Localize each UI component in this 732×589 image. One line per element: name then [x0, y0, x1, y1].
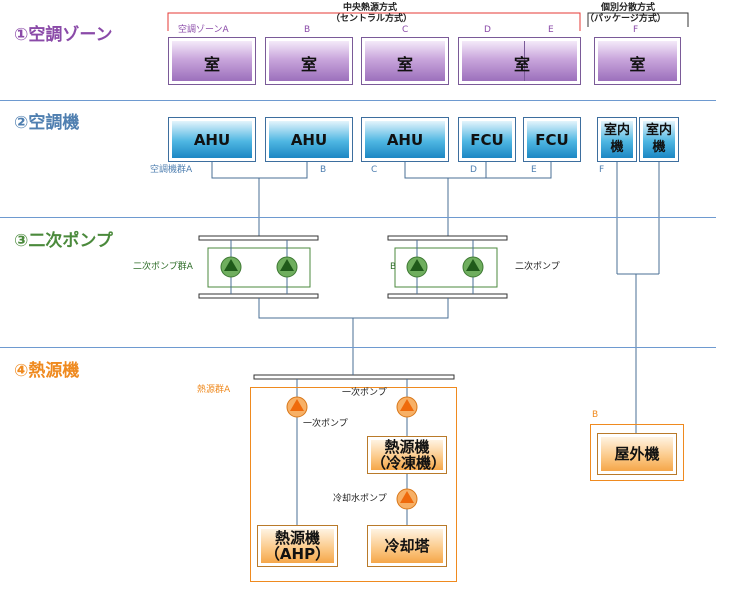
- ahu-label: AHU: [290, 131, 328, 149]
- pump-icon: [396, 396, 418, 418]
- cooling-tower-label: 冷却塔: [384, 536, 430, 555]
- ac-group-label-c: C: [371, 165, 378, 175]
- zone-label-f: F: [633, 25, 639, 35]
- ac-unit-pipes: [211, 162, 660, 433]
- section-divider: [0, 100, 716, 101]
- pump-icon: [406, 256, 428, 278]
- cooling-tower-box: 冷却塔: [367, 525, 447, 567]
- central-bracket: [167, 12, 581, 31]
- zone-room-divider: [524, 41, 525, 81]
- pump-group-label-a: 二次ポンプ群A: [133, 262, 193, 272]
- indoor-unit-label: 室内機: [603, 123, 630, 155]
- ahu-label: AHU: [386, 131, 424, 149]
- zone-room-b: 室: [265, 37, 353, 85]
- pump-icon: [286, 396, 308, 418]
- pump-icon: [220, 256, 242, 278]
- chiller-label: 熱源機: [384, 437, 430, 456]
- zone-room-de: 室: [458, 37, 581, 85]
- zone-label-a: 空調ゾーンA: [178, 25, 229, 35]
- room-label: 室: [396, 55, 413, 74]
- individual-bracket: [587, 12, 689, 27]
- room-label: 室: [514, 55, 531, 74]
- section-heat-source-heading: ④熱源機: [14, 361, 80, 381]
- room-label: 室: [203, 55, 220, 74]
- outdoor-group-box: [590, 424, 684, 481]
- pump-icon: [462, 256, 484, 278]
- pump-group-b-box: [394, 247, 498, 288]
- ahp-sublabel: （AHP）: [264, 545, 331, 563]
- ahu-unit: AHU: [265, 117, 353, 162]
- room-label: 室: [300, 55, 317, 74]
- indoor-unit-label: 室内機: [645, 123, 672, 155]
- section-zone-heading: ①空調ゾーン: [14, 25, 113, 45]
- fcu-unit: FCU: [523, 117, 581, 162]
- section-ac-heading: ②空調機: [14, 113, 80, 133]
- primary-pump-label-left: 一次ポンプ: [303, 419, 348, 429]
- section-divider: [0, 347, 716, 348]
- outdoor-group-label: B: [592, 410, 599, 420]
- ac-group-label-b: B: [320, 165, 327, 175]
- pump-group-a-box: [207, 247, 311, 288]
- zone-label-d: D: [484, 25, 491, 35]
- zone-room-c: 室: [361, 37, 449, 85]
- fcu-unit: FCU: [458, 117, 516, 162]
- individual-system-label: 個別分散方式: [601, 3, 656, 13]
- zone-label-c: C: [402, 25, 409, 35]
- chiller-box: 熱源機 （冷凍機）: [367, 436, 447, 474]
- cooling-water-pump-label: 冷却水ポンプ: [333, 494, 387, 504]
- pump-icon: [276, 256, 298, 278]
- fcu-label: FCU: [470, 131, 504, 149]
- zone-label-b: B: [304, 25, 311, 35]
- ahp-label: 熱源機: [274, 528, 320, 547]
- zone-room-a: 室: [168, 37, 256, 85]
- pump-pipes: [230, 240, 474, 375]
- indoor-unit: 室内機: [597, 117, 637, 162]
- ac-group-label-f: F: [599, 165, 605, 175]
- ac-group-label-e: E: [531, 165, 537, 175]
- zone-label-e: E: [548, 25, 554, 35]
- heat-source-group-box: [250, 387, 457, 582]
- indoor-unit: 室内機: [639, 117, 679, 162]
- pump-icon: [396, 488, 418, 510]
- central-system-label: 中央熱源方式: [343, 3, 398, 13]
- secondary-pump-label: 二次ポンプ: [515, 262, 560, 272]
- chiller-sublabel: （冷凍機）: [371, 454, 447, 472]
- outdoor-unit-box: 屋外機: [597, 433, 677, 475]
- ahu-label: AHU: [193, 131, 231, 149]
- ahu-unit: AHU: [168, 117, 256, 162]
- ahp-box: 熱源機 （AHP）: [257, 525, 338, 567]
- zone-room-f: 室: [594, 37, 681, 85]
- section-divider: [0, 217, 716, 218]
- central-system-sublabel: （セントラル方式）: [331, 14, 413, 24]
- individual-system-sublabel: （パッケージ方式）: [585, 14, 666, 24]
- ac-group-label-d: D: [470, 165, 477, 175]
- outdoor-unit-label: 屋外機: [614, 444, 660, 463]
- fcu-label: FCU: [535, 131, 569, 149]
- pump-group-label-b: B: [390, 262, 397, 272]
- ahu-unit: AHU: [361, 117, 449, 162]
- section-pump-heading: ③二次ポンプ: [14, 231, 113, 251]
- heat-source-group-label: 熱源群A: [197, 385, 231, 395]
- ac-group-label-a: 空調機群A: [150, 165, 193, 175]
- primary-pump-label-top: 一次ポンプ: [342, 388, 387, 398]
- room-label: 室: [629, 55, 646, 74]
